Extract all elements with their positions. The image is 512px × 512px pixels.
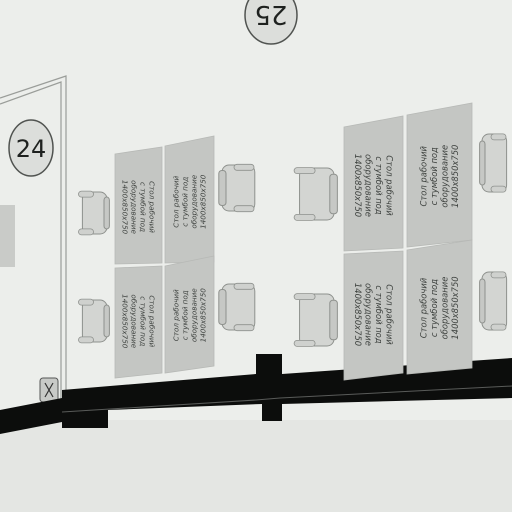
- room-25-number: 25: [254, 0, 287, 29]
- chair-seat: [299, 167, 335, 221]
- desk-top: [114, 265, 163, 379]
- chair-arm: [293, 339, 316, 347]
- chair-back: [329, 173, 338, 215]
- desk: Стол рабочийс тумбой подоборудование1400…: [406, 102, 473, 248]
- chair-arm: [293, 293, 316, 301]
- desk-top: [114, 146, 163, 265]
- chair-back: [479, 140, 486, 186]
- desk: Стол рабочийс тумбой подоборудование1400…: [164, 135, 215, 264]
- desk-label: Стол рабочийс тумбой подоборудование1400…: [120, 180, 156, 235]
- chair-arm: [490, 133, 507, 141]
- lower-floor-area: [0, 420, 512, 512]
- desk-top: [406, 239, 473, 375]
- desk: Стол рабочийс тумбой подоборудование1400…: [114, 146, 163, 265]
- desk: Стол рабочийс тумбой подоборудование1400…: [343, 250, 404, 381]
- chair-back: [479, 278, 486, 324]
- chair-seat: [299, 293, 335, 347]
- desk-label: Стол рабочийс тумбой подоборудование1400…: [419, 276, 461, 339]
- chair-seat: [221, 164, 256, 212]
- chair-arm: [78, 336, 94, 344]
- desk-top: [343, 115, 404, 252]
- chair-arm: [233, 205, 255, 213]
- chair-seat: [481, 271, 508, 331]
- room-24-badge: 24: [8, 119, 54, 177]
- desk-label: Стол рабочийс тумбой подоборудование1400…: [172, 288, 208, 343]
- chair-back: [218, 289, 227, 325]
- room-25-badge: 25: [244, 0, 298, 45]
- desk: Стол рабочийс тумбой подоборудование1400…: [114, 265, 163, 379]
- chair-arm: [78, 298, 94, 306]
- desk-label: Стол рабочийс тумбой подоборудование1400…: [120, 294, 156, 349]
- chair-group: [78, 133, 508, 347]
- chair: [218, 163, 256, 213]
- chair-seat: [221, 283, 256, 331]
- chair-arm: [293, 167, 316, 175]
- chair: [293, 293, 338, 347]
- desk: Стол рабочийс тумбой подоборудование1400…: [406, 239, 473, 375]
- desk-group: Стол рабочийс тумбой подоборудование1400…: [114, 102, 473, 381]
- chair: [293, 167, 338, 221]
- chair-back: [218, 170, 227, 206]
- chair-arm: [78, 190, 94, 198]
- chair-arm: [490, 271, 507, 279]
- chair-back: [103, 304, 110, 338]
- room-24-number: 24: [16, 135, 47, 163]
- desk-label: Стол рабочийс тумбой подоборудование1400…: [353, 154, 395, 217]
- chair-seat: [481, 133, 508, 193]
- desk-label: Стол рабочийс тумбой подоборудование1400…: [419, 145, 461, 208]
- room-24-partition: [0, 75, 67, 405]
- chair: [479, 133, 508, 193]
- desk-top: [164, 255, 215, 374]
- chair-arm: [490, 185, 507, 193]
- desk-label: Стол рабочийс тумбой подоборудование1400…: [172, 174, 208, 229]
- chair-arm: [233, 324, 255, 332]
- chair-arm: [233, 282, 255, 290]
- chair-arm: [233, 163, 255, 171]
- chair-arm: [78, 228, 94, 236]
- room-24-cabinet: [0, 205, 15, 267]
- chair: [78, 190, 110, 236]
- desk: Стол рабочийс тумбой подоборудование1400…: [343, 115, 404, 252]
- chair-back: [329, 299, 338, 341]
- chair-seat: [81, 191, 108, 235]
- room-24-door-cross: [44, 382, 54, 398]
- chair-back: [103, 196, 110, 230]
- chair: [78, 298, 110, 344]
- desk: Стол рабочийс тумбой подоборудование1400…: [164, 255, 215, 374]
- desk-label: Стол рабочийс тумбой подоборудование1400…: [353, 283, 395, 346]
- chair: [479, 271, 508, 331]
- chair-arm: [293, 213, 316, 221]
- exterior-wall-inner-line: [61, 385, 512, 413]
- desk-top: [343, 250, 404, 381]
- chair-seat: [81, 299, 108, 343]
- chair: [218, 282, 256, 332]
- chair-arm: [490, 323, 507, 331]
